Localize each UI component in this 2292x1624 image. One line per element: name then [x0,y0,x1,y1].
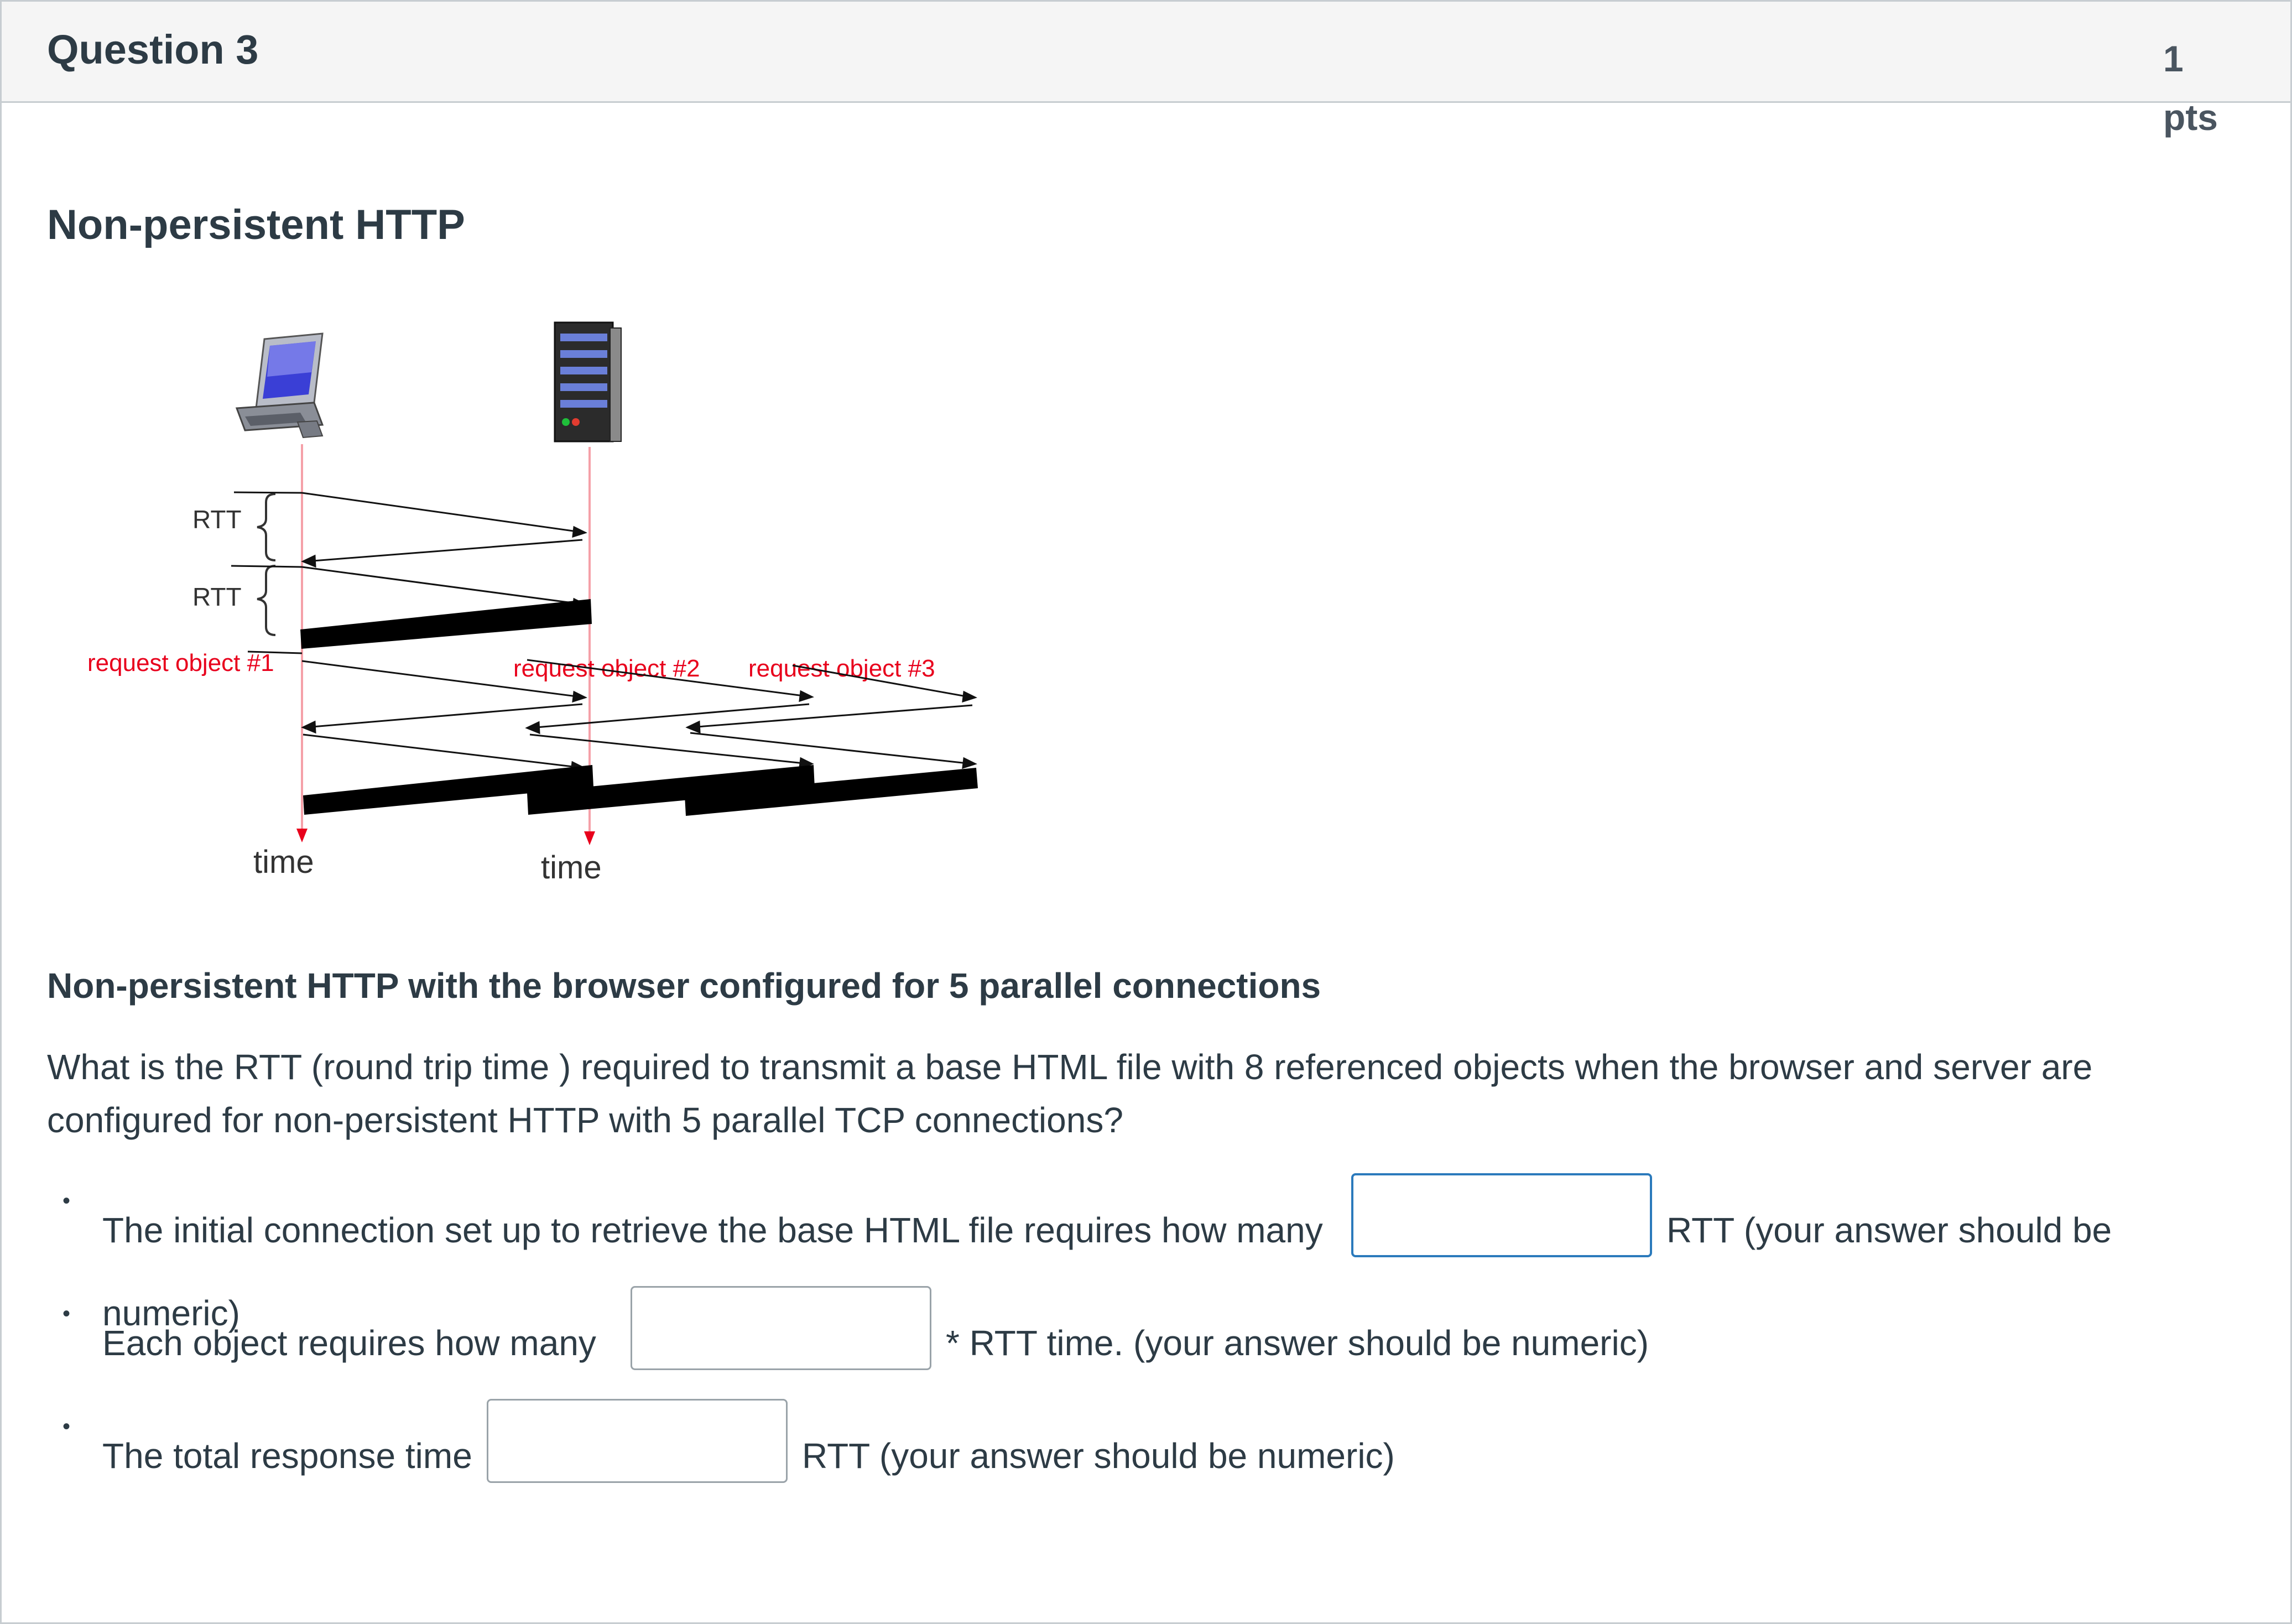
rtt-brace-2 [257,565,276,636]
each-object-rtt-input[interactable] [631,1286,931,1370]
bullet: • [62,1302,71,1326]
answer-item-total-response: • The total response time RTT (your answ… [62,1399,2220,1487]
item-1-prefix: The initial connection set up to retriev… [102,1210,1323,1250]
server-time-arrow [584,831,595,845]
rtt-label-1: RTT [192,505,242,534]
question-title: Question 3 [47,27,259,72]
client-time-arrow [296,829,308,842]
client-time-label: time [253,844,314,880]
object-1-response [303,765,593,815]
http-timing-diagram: RTT RTT request object #1 requ [87,321,978,886]
item-1-suffix: RTT (your answer should be [1666,1210,2112,1250]
base-html-response [300,599,592,649]
question-points: 1 pts [2163,29,2241,147]
object-1-arrows [247,650,587,773]
bullet: • [62,1189,71,1213]
server-icon [554,321,622,443]
answer-item-initial-connection: • The initial connection set up to retri… [62,1173,2220,1333]
rtt-brace-1 [257,493,276,561]
bullet: • [62,1414,71,1439]
item-2-prefix: Each object requires how many [102,1323,596,1363]
object-2-response [527,765,815,815]
initial-connection-rtt-input[interactable] [1351,1173,1652,1257]
points-unit: pts [2163,97,2218,138]
object-3-response [685,768,978,816]
question-header: Question 3 1 pts [2,2,2290,138]
section-heading: Non-persistent HTTP [47,201,465,248]
parallel-connections-heading: Non-persistent HTTP with the browser con… [47,966,1321,1006]
item-3-suffix: RTT (your answer should be numeric) [802,1436,1395,1476]
total-response-rtt-input[interactable] [487,1399,788,1483]
object-2-arrows [525,659,814,769]
question-text: What is the RTT (round trip time ) requi… [47,1047,2093,1140]
request-object-1-label: request object #1 [87,649,274,676]
points-number: 1 [2163,38,2184,79]
client-computer-icon [235,332,324,439]
rtt-label-2: RTT [192,582,242,611]
object-3-arrows [685,664,977,769]
server-time-label: time [541,850,602,886]
tcp-handshake-arrows [231,491,587,610]
item-1-wrap: numeric) [102,1293,240,1333]
item-3-prefix: The total response time [102,1436,472,1476]
item-2-suffix: * RTT time. (your answer should be numer… [946,1323,1649,1363]
request-object-3-label: request object #3 [748,655,935,682]
answer-item-each-object: • Each object requires how many * RTT ti… [62,1286,2220,1375]
